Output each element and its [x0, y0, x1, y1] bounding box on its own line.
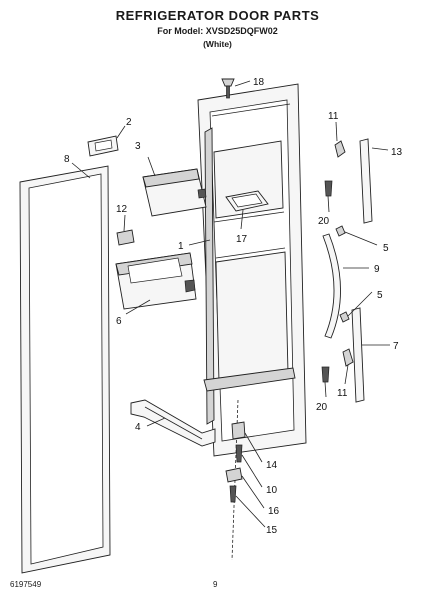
callout-11-lower: 11	[337, 388, 348, 399]
page-title: REFRIGERATOR DOOR PARTS	[115, 8, 320, 23]
callout-11-upper: 11	[328, 111, 339, 122]
small-bracket	[116, 229, 135, 246]
callout-12: 12	[116, 204, 128, 215]
callout-5-lower: 5	[377, 290, 383, 301]
upper-shelf	[142, 168, 207, 217]
screw-upper	[324, 180, 333, 197]
callout-9: 9	[374, 264, 380, 275]
callout-5-upper: 5	[383, 243, 389, 254]
screw-lower	[321, 366, 330, 383]
door-panel	[197, 83, 307, 457]
color-line: (White)	[203, 39, 232, 49]
callout-13: 13	[391, 147, 403, 158]
bracket	[87, 135, 119, 157]
doc-number: 6197549	[10, 580, 42, 589]
hinge-bolt	[235, 444, 243, 463]
handle-trim-upper	[359, 138, 373, 224]
hinge-clip-lower	[342, 348, 354, 367]
callout-10: 10	[266, 485, 278, 496]
callout-7: 7	[393, 341, 399, 352]
callout-6: 6	[116, 316, 122, 327]
door-gasket	[19, 165, 111, 574]
lower-hinge-bracket	[225, 467, 243, 483]
callout-numbers: 18 2 3 8 12 1 17 6 4 11 13 20 5 9 5 7 11…	[64, 77, 403, 536]
bottom-screw	[229, 485, 237, 503]
door-handle	[322, 233, 341, 339]
callout-16: 16	[268, 506, 280, 517]
handle-screw-upper	[335, 225, 346, 237]
page-number: 9	[213, 580, 218, 589]
callout-20-lower: 20	[316, 402, 328, 413]
callout-3: 3	[135, 141, 141, 152]
callout-14: 14	[266, 460, 278, 471]
dairy-bin	[225, 190, 269, 212]
leader-lines	[71, 80, 390, 528]
callout-4: 4	[135, 422, 141, 433]
callout-18: 18	[253, 77, 265, 88]
callout-20-upper: 20	[318, 216, 330, 227]
handle-trim-lower	[351, 307, 365, 403]
door-bin	[115, 252, 197, 310]
callout-8: 8	[64, 154, 70, 165]
top-screw	[221, 78, 235, 99]
callout-2: 2	[126, 117, 132, 128]
bottom-bin	[130, 399, 216, 447]
callout-15: 15	[266, 525, 278, 536]
callout-17: 17	[236, 234, 248, 245]
callout-1: 1	[178, 241, 184, 252]
handle-screw-lower	[339, 311, 350, 323]
hinge-pin-cap	[231, 421, 246, 440]
model-line: For Model: XVSD25DQFW02	[157, 26, 278, 36]
hinge-clip-upper	[334, 140, 346, 158]
